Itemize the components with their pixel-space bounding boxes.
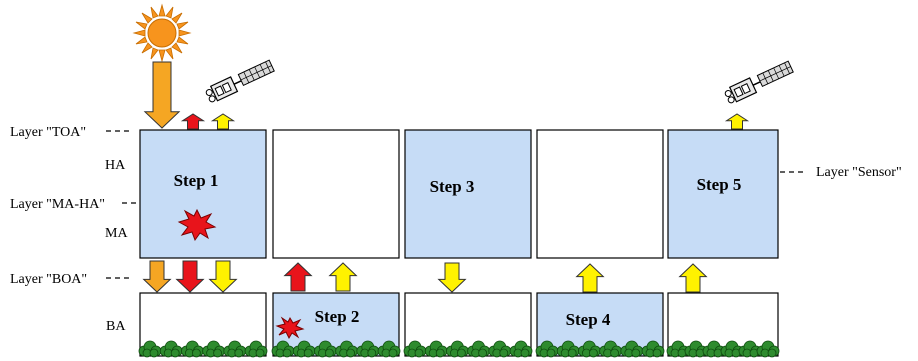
vegetation-clump	[138, 340, 162, 358]
step-columns	[139, 129, 779, 357]
lower-layer-box	[404, 292, 532, 357]
sun-icon	[132, 3, 192, 63]
vegetation-clump	[702, 340, 726, 358]
vegetation-clump	[641, 340, 665, 358]
vegetation-clump	[556, 340, 580, 358]
layer-label-ma-ha: Layer "MA-HA"	[10, 197, 105, 212]
layer-label-boa: Layer "BOA"	[10, 272, 87, 287]
step-label: Step 3	[430, 177, 475, 196]
vegetation-clump	[756, 340, 780, 358]
satellite-icon	[205, 59, 275, 103]
vegetation-clump	[535, 340, 559, 358]
vegetation-clump	[180, 340, 204, 358]
downward-yellow-arrow	[437, 262, 467, 293]
vegetation-group	[138, 340, 780, 358]
downward-red-arrow	[175, 260, 205, 293]
downward-yellow-arrow	[208, 260, 238, 293]
incoming-solar-arrow	[143, 61, 181, 129]
layer-label-toa: Layer "TOA"	[10, 125, 86, 140]
upward-red-arrow	[283, 262, 313, 292]
upward-yellow-arrow	[328, 262, 358, 292]
burst-icon	[275, 316, 305, 340]
vegetation-clump	[720, 340, 744, 358]
vegetation-clump	[620, 340, 644, 358]
step-label: Step 4	[566, 310, 611, 329]
upward-yellow-arrow	[724, 113, 750, 130]
upward-yellow-arrow	[575, 263, 605, 293]
upper-layer-box	[667, 129, 779, 259]
vegetation-clump	[578, 340, 601, 358]
burst-icon	[177, 208, 217, 242]
arrows-group	[142, 61, 750, 293]
upper-layer-box	[272, 129, 400, 259]
upward-yellow-arrow	[210, 113, 236, 130]
vegetation-clump	[377, 340, 401, 358]
lower-layer-box	[536, 292, 664, 357]
vegetation-clump	[335, 340, 359, 358]
downward-orange-arrow	[142, 260, 172, 293]
layer-label-ma: MA	[105, 226, 128, 241]
lower-layer-box	[667, 292, 779, 357]
upper-layer-box	[536, 129, 664, 259]
vegetation-clump	[202, 340, 226, 358]
upper-layer-box	[404, 129, 532, 259]
vegetation-clump	[509, 340, 533, 358]
vegetation-clump	[271, 340, 295, 358]
upward-yellow-arrow	[678, 263, 708, 293]
vegetation-clump	[223, 340, 247, 358]
step-label: Step 1	[174, 171, 219, 190]
layer-label-sensor: Layer "Sensor"	[816, 165, 902, 180]
satellite-icon	[724, 60, 794, 104]
vegetation-clump	[599, 340, 622, 358]
upper-layer-box	[139, 129, 267, 259]
vegetation-clump	[292, 340, 316, 358]
lower-layer-box	[139, 292, 267, 357]
vegetation-clump	[356, 340, 380, 358]
layer-label-ba: BA	[106, 319, 126, 334]
layer-label-ha: HA	[105, 158, 126, 173]
vegetation-clump	[403, 340, 427, 358]
vegetation-clump	[424, 340, 448, 358]
step-label: Step 5	[697, 175, 742, 194]
upward-red-arrow	[180, 113, 206, 130]
vegetation-clump	[159, 340, 183, 358]
vegetation-clump	[244, 340, 268, 358]
step-label: Step 2	[315, 307, 360, 326]
